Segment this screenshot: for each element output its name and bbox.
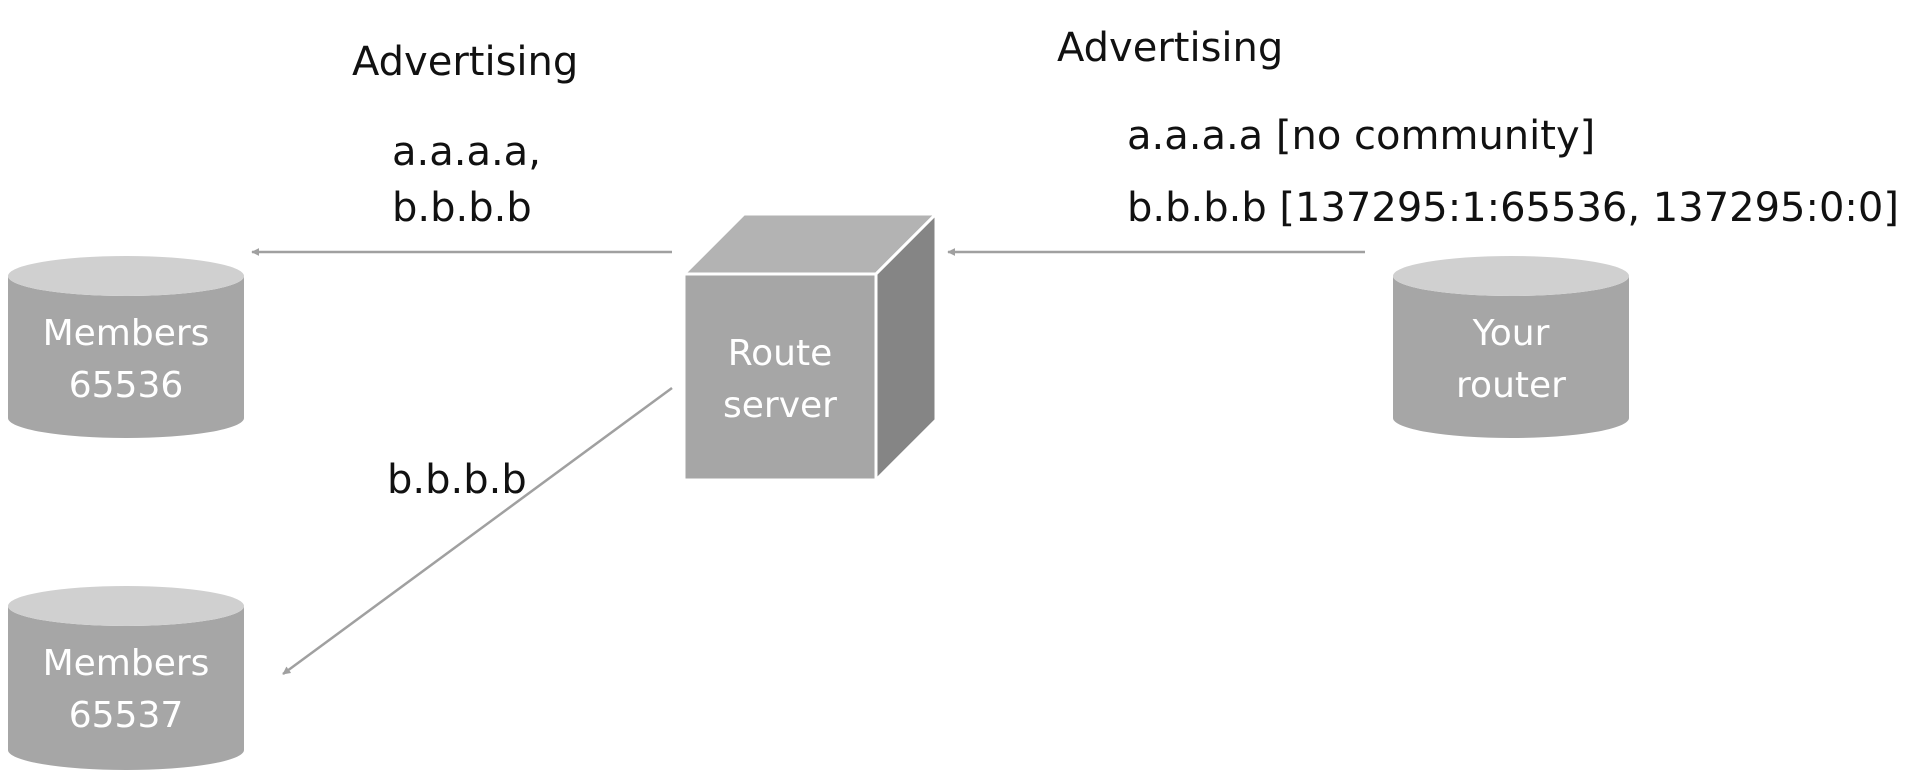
your-router-label-line2: router	[1456, 365, 1566, 406]
members-65536-cylinder-top	[8, 256, 244, 296]
members-65537-cylinder-body	[8, 606, 244, 770]
members-65536-label-line2: 65536	[68, 365, 184, 406]
members-65537-label: Members 65537	[8, 638, 244, 742]
members-65536-cylinder-body	[8, 276, 244, 438]
your-router-node	[1393, 256, 1629, 438]
members-65537-label-line2: 65537	[68, 695, 184, 736]
left-routes-line2: b.b.b.b	[392, 185, 532, 231]
your-router-cylinder-body	[1393, 276, 1629, 438]
members-65537-label-line1: Members	[42, 643, 210, 684]
your-router-cylinder-top	[1393, 256, 1629, 296]
route-server-label-line1: Route	[727, 333, 833, 374]
your-router-label-line1: Your	[1472, 313, 1550, 354]
members-65537-node	[8, 586, 244, 770]
route-server-node	[680, 210, 940, 484]
members-65536-label: Members 65536	[8, 308, 244, 412]
route-server-label-line2: server	[723, 385, 837, 426]
members-65536-label-line1: Members	[42, 313, 210, 354]
arrow-route-server-to-members-65537	[282, 386, 673, 676]
right-route-2: b.b.b.b [137295:1:65536, 137295:0:0]	[1127, 185, 1899, 231]
route-server-cube-front	[682, 272, 878, 482]
lower-route-label: b.b.b.b	[387, 457, 527, 503]
right-route-1: a.a.a.a [no community]	[1127, 113, 1596, 159]
your-router-label: Your router	[1393, 308, 1629, 412]
left-routes-line1: a.a.a.a,	[392, 129, 541, 175]
members-65536-node	[8, 256, 244, 438]
left-advertising-heading: Advertising	[352, 39, 579, 85]
members-65537-cylinder-top	[8, 586, 244, 626]
route-server-label: Route server	[684, 328, 876, 432]
right-advertising-heading: Advertising	[1057, 25, 1284, 71]
